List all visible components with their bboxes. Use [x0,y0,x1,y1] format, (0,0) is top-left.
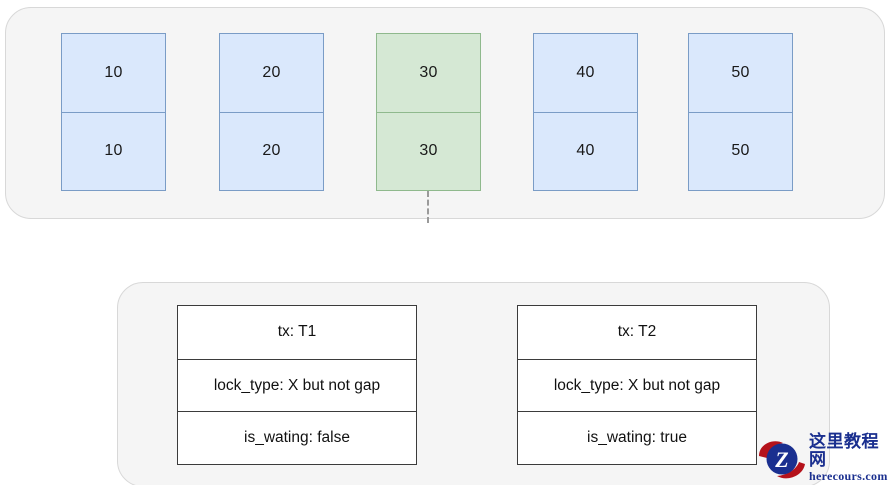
record-cell-bottom: 40 [533,111,638,191]
record-column-4[interactable]: 40 40 [533,33,638,191]
record-cell-bottom: 30 [376,111,481,191]
lock-row-lock-type: lock_type: X but not gap [518,358,756,412]
lock-table-t1[interactable]: tx: T1 lock_type: X but not gap is_watin… [177,305,417,465]
record-cell-top: 20 [219,33,324,113]
lock-row-tx: tx: T1 [277,323,317,341]
dashed-connector-line [427,191,429,223]
record-column-2[interactable]: 20 20 [219,33,324,191]
record-cell-top: 30 [376,33,481,113]
lock-row-is-waiting: is_wating: true [518,411,756,464]
lock-row-tx: tx: T2 [617,323,657,341]
record-column-5[interactable]: 50 50 [688,33,793,191]
lock-row-lock-type: lock_type: X but not gap [178,358,416,412]
lock-table-t2[interactable]: tx: T2 lock_type: X but not gap is_watin… [517,305,757,465]
record-cell-top: 50 [688,33,793,113]
record-cell-top: 10 [61,33,166,113]
record-cell-bottom: 10 [61,111,166,191]
record-cell-bottom: 50 [688,111,793,191]
record-cell-bottom: 20 [219,111,324,191]
lock-row-is-waiting: is_wating: false [178,411,416,464]
record-column-1[interactable]: 10 10 [61,33,166,191]
record-cell-top: 40 [533,33,638,113]
record-column-3-locked[interactable]: 30 30 [376,33,481,191]
records-panel: 10 10 20 20 30 30 40 40 50 50 [5,7,885,219]
